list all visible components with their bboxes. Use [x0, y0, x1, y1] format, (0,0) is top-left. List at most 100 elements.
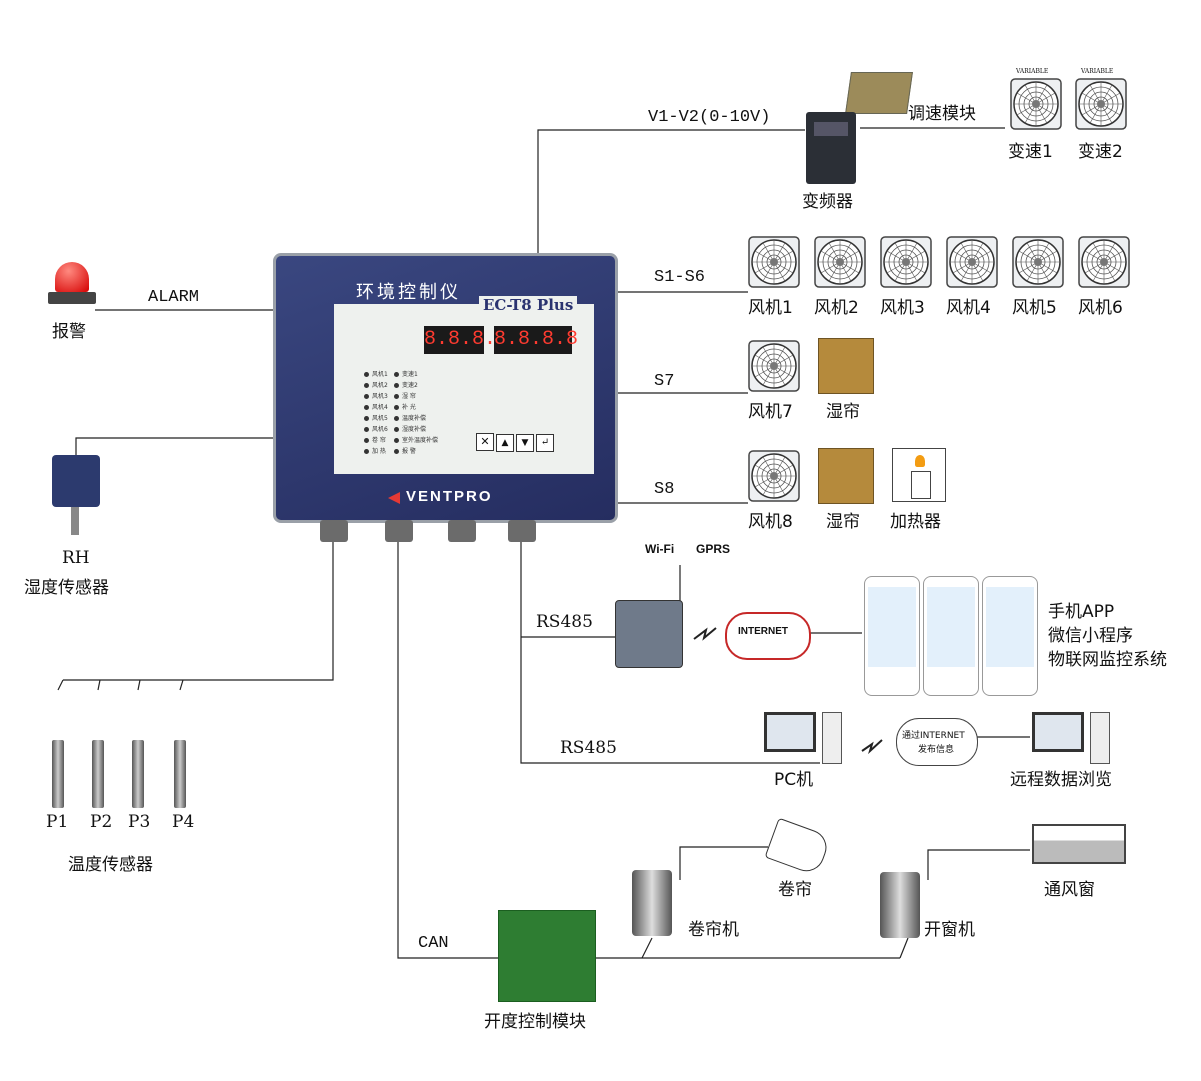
indicator-led: 温度补偿	[394, 413, 438, 424]
humidity-label: 湿度传感器	[24, 578, 109, 598]
temp-probe-label-2: P2	[90, 812, 113, 832]
keypad: ✕▲▼↵	[476, 430, 554, 452]
indicator-led: 补 光	[394, 402, 438, 413]
indicator-label: 报 警	[402, 448, 416, 455]
indicator-label: 风机6	[372, 426, 388, 433]
window-motor-icon	[880, 872, 920, 938]
fan-7-label: 风机7	[748, 402, 793, 422]
fan-8	[748, 450, 800, 502]
indicator-led: 风机1	[364, 369, 388, 380]
indicator-led: 湿 帘	[394, 391, 438, 402]
connection-s1-s6: S1-S6	[654, 268, 706, 287]
temp-probe-1	[52, 740, 64, 808]
variable-fan-2	[1075, 78, 1127, 130]
enter-key[interactable]: ↵	[536, 434, 554, 452]
app-label-3: 物联网监控系统	[1048, 650, 1167, 670]
controller-title: 环境控制仪	[356, 282, 461, 303]
cable-gland	[385, 520, 413, 542]
indicator-label: 湿度补偿	[402, 426, 427, 433]
curtain-motor-icon	[632, 870, 672, 936]
pc-cloud-icon	[896, 718, 978, 766]
remote-monitor-icon	[1032, 712, 1084, 752]
inverter-device	[806, 112, 856, 184]
app-label-1: 手机APP	[1048, 602, 1115, 622]
indicator-led: 卷 帘	[364, 435, 388, 446]
brand-logo-icon	[388, 492, 400, 504]
variable-fan-1	[1010, 78, 1062, 130]
humidity-name: RH	[62, 548, 90, 568]
cooling-pad-s8	[818, 448, 874, 504]
indicator-led: 风机6	[364, 424, 388, 435]
indicator-label: 湿 帘	[402, 393, 416, 400]
display-right: 8.8.8.8	[494, 326, 578, 354]
humidity-probe	[71, 507, 79, 535]
settings-key[interactable]: ✕	[476, 433, 494, 451]
cable-gland	[508, 520, 536, 542]
variable-fan-label-1: 变速1	[1008, 142, 1053, 162]
indicator-label: 风机2	[372, 382, 388, 389]
indicator-led: 变速1	[394, 369, 438, 380]
line-can	[397, 540, 498, 959]
heater-icon	[892, 448, 946, 502]
variable-tag: VARIABLE	[1081, 68, 1114, 75]
fan-7	[748, 340, 800, 392]
alarm-label: 报警	[52, 322, 86, 342]
variable-fan-label-2: 变速2	[1078, 142, 1123, 162]
fan-5-label: 风机5	[1012, 298, 1057, 318]
speed-module	[845, 72, 913, 114]
indicator-label: 室外温度补偿	[402, 437, 439, 444]
pc-monitor-icon	[764, 712, 816, 752]
humidity-sensor-icon	[52, 455, 100, 507]
pc-tower-icon	[822, 712, 842, 764]
phone-2-icon	[923, 576, 979, 696]
fan-8-label: 风机8	[748, 512, 793, 532]
connection-rs485-gateway: RS485	[536, 612, 593, 632]
pad-s8-label: 湿帘	[826, 512, 860, 532]
temp-probe-label-4: P4	[172, 812, 195, 832]
opening-module-icon	[498, 910, 596, 1002]
pc-cloud-line-1: 通过INTERNET	[902, 731, 965, 741]
curtain-label: 卷帘	[778, 880, 812, 900]
inverter-label: 变频器	[802, 192, 853, 212]
window-motor-label: 开窗机	[924, 920, 975, 940]
indicator-label: 风机5	[372, 415, 388, 422]
gateway-device-icon	[615, 600, 683, 668]
up-key[interactable]: ▲	[496, 434, 514, 452]
remote-tower-icon	[1090, 712, 1110, 764]
phone-1-icon	[864, 576, 920, 696]
line-rs485	[520, 540, 820, 764]
variable-tag: VARIABLE	[1016, 68, 1049, 75]
fan-2-label: 风机2	[814, 298, 859, 318]
curtain-motor-label: 卷帘机	[688, 920, 739, 940]
cable-gland	[448, 520, 476, 542]
temperature-label: 温度传感器	[68, 855, 153, 875]
pc-label: PC机	[774, 770, 814, 790]
fan-3	[880, 236, 932, 288]
alarm-base	[48, 292, 96, 304]
down-key[interactable]: ▼	[516, 434, 534, 452]
gprs-label: GPRS	[696, 542, 731, 556]
fan-5	[1012, 236, 1064, 288]
fan-3-label: 风机3	[880, 298, 925, 318]
indicator-led: 风机4	[364, 402, 388, 413]
cooling-pad-s7	[818, 338, 874, 394]
temp-probe-3	[132, 740, 144, 808]
connection-rs485-pc: RS485	[560, 738, 617, 758]
controller-model: EC-T8 Plus	[479, 296, 578, 314]
line-temperature	[63, 540, 334, 681]
indicator-label: 温度补偿	[402, 415, 427, 422]
temp-probe-2	[92, 740, 104, 808]
opening-module-label: 开度控制模块	[484, 1012, 586, 1032]
indicator-label: 变速1	[402, 371, 418, 378]
temp-probe-label-1: P1	[46, 812, 69, 832]
indicator-led: 加 热	[364, 446, 388, 457]
vent-window-icon	[1032, 824, 1126, 864]
indicator-label: 卷 帘	[372, 437, 386, 444]
connection-can: CAN	[418, 934, 449, 953]
indicator-label: 加 热	[372, 448, 386, 455]
remote-label: 远程数据浏览	[1010, 770, 1112, 790]
